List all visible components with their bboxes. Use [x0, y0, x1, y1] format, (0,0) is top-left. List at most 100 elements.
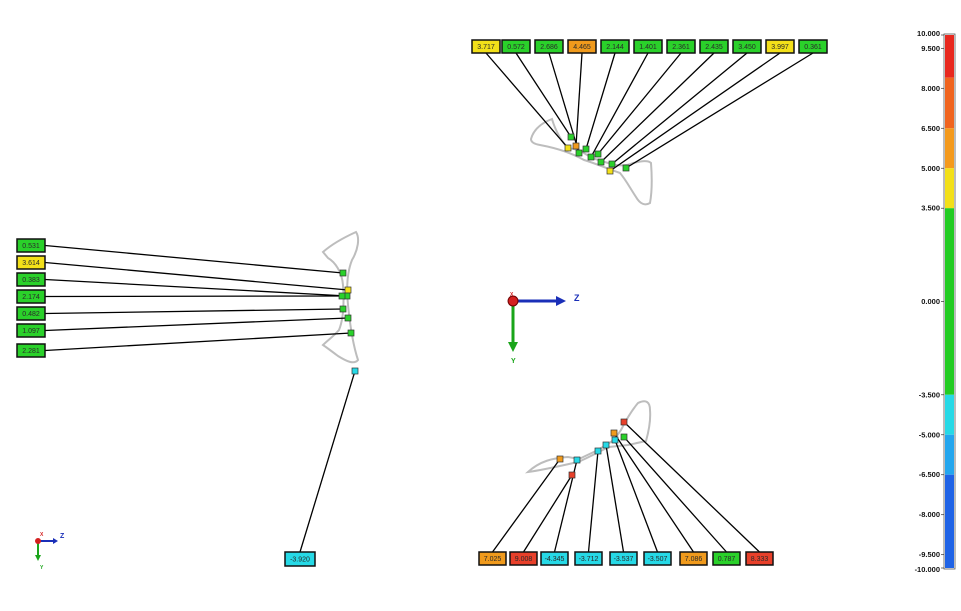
measurement-point[interactable]: [567, 133, 575, 141]
deviation-label-box: [16, 272, 46, 287]
deviation-label[interactable]: 0.361: [798, 39, 828, 54]
leader-line: [485, 52, 569, 149]
color-scale-band: [945, 128, 954, 169]
leader-line: [491, 458, 561, 553]
measurement-point[interactable]: [597, 158, 605, 166]
deviation-value: 0.361: [804, 44, 822, 51]
deviation-label-box: [478, 551, 507, 566]
deviation-label-box: [16, 255, 46, 270]
y-axis-label: Y: [511, 358, 516, 365]
measurement-point[interactable]: [556, 455, 564, 463]
leader-line: [299, 370, 356, 553]
deviation-label[interactable]: -3.712: [574, 551, 603, 566]
measurement-point[interactable]: [347, 329, 355, 337]
measurement-point[interactable]: [573, 456, 581, 464]
measurement-point[interactable]: [582, 145, 590, 153]
leader-line: [609, 52, 781, 172]
deviation-label[interactable]: 8.333: [745, 551, 774, 566]
axis-triad: Z Y X: [507, 292, 580, 365]
color-scale-band: [945, 474, 954, 568]
measurement-point[interactable]: [572, 142, 580, 150]
leader-line: [44, 261, 349, 291]
leader-line: [44, 278, 348, 297]
deviation-value: 0.482: [22, 311, 40, 318]
measurement-point[interactable]: [610, 429, 618, 437]
measurement-point[interactable]: [594, 447, 602, 455]
deviation-value: 0.383: [22, 277, 40, 284]
color-scale-band: [945, 394, 954, 435]
leader-line: [600, 52, 715, 163]
deviation-label[interactable]: 2.281: [16, 343, 46, 358]
deviation-label[interactable]: 0.787: [712, 551, 741, 566]
deviation-label[interactable]: 2.144: [600, 39, 630, 54]
deviation-label[interactable]: 0.482: [16, 306, 46, 321]
measurement-point[interactable]: [620, 433, 628, 441]
leader-line: [44, 308, 344, 315]
deviation-label[interactable]: -3.920: [284, 551, 316, 567]
deviation-label-box: [699, 39, 729, 54]
leader-line: [515, 52, 572, 138]
measurement-point[interactable]: [339, 305, 347, 313]
deviation-value: 3.997: [771, 44, 789, 51]
deviation-label[interactable]: 2.686: [534, 39, 564, 54]
measurement-point[interactable]: [606, 167, 614, 175]
measurement-point[interactable]: [568, 471, 576, 479]
leader-line: [585, 52, 616, 150]
deviation-value: 3.614: [22, 260, 40, 267]
deviation-label-box: [798, 39, 828, 54]
deviation-label[interactable]: 1.097: [16, 323, 46, 338]
deviation-label[interactable]: 2.435: [699, 39, 729, 54]
color-scale-tick-label: 0.000: [921, 297, 940, 306]
color-scale-tick-label: -3.500: [919, 390, 940, 399]
deviation-label-box: [745, 551, 774, 566]
x-axis-label: X: [510, 292, 514, 298]
deviation-label[interactable]: 7.025: [478, 551, 507, 566]
measurement-point[interactable]: [338, 292, 346, 300]
measurement-point[interactable]: [564, 144, 572, 152]
measurement-point[interactable]: [594, 150, 602, 158]
deviation-label[interactable]: 3.717: [471, 39, 501, 54]
deviation-label[interactable]: -3.507: [643, 551, 672, 566]
measurement-point[interactable]: [344, 314, 352, 322]
deviation-label-box: [534, 39, 564, 54]
measurement-point[interactable]: [608, 160, 616, 168]
measurement-point[interactable]: [622, 164, 630, 172]
deviation-label[interactable]: 7.086: [679, 551, 708, 566]
deviation-label[interactable]: 4.465: [567, 39, 597, 54]
deviation-label[interactable]: 3.614: [16, 255, 46, 270]
measurement-point[interactable]: [587, 153, 595, 161]
deviation-label-box: [501, 39, 531, 54]
deviation-label-box: [567, 39, 597, 54]
leader-line: [605, 444, 625, 553]
deviation-label[interactable]: 1.401: [633, 39, 663, 54]
measurement-point[interactable]: [620, 418, 628, 426]
deviation-label[interactable]: 0.572: [501, 39, 531, 54]
deviation-label-box: [712, 551, 741, 566]
deviation-label-box: [509, 551, 538, 566]
deviation-label[interactable]: 0.383: [16, 272, 46, 287]
deviation-label[interactable]: 9.008: [509, 551, 538, 566]
deviation-label[interactable]: 0.531: [16, 238, 46, 253]
measurement-point[interactable]: [575, 149, 583, 157]
color-scale-tick-label: 5.000: [921, 164, 940, 173]
measurement-point[interactable]: [602, 441, 610, 449]
deviation-label[interactable]: -4.345: [540, 551, 569, 566]
deviation-label[interactable]: 2.361: [666, 39, 696, 54]
deviation-value: 3.450: [738, 44, 756, 51]
deviation-label-box: [16, 238, 46, 253]
measurement-point[interactable]: [344, 286, 352, 294]
measurement-point[interactable]: [339, 269, 347, 277]
color-scale-tick-label: 3.500: [921, 204, 940, 213]
deviation-label[interactable]: 3.450: [732, 39, 762, 54]
measurement-point[interactable]: [611, 436, 619, 444]
deviation-label[interactable]: 3.997: [765, 39, 795, 54]
deviation-label[interactable]: -3.537: [609, 551, 638, 566]
measurement-point[interactable]: [351, 367, 359, 375]
deviation-label-box: [471, 39, 501, 54]
small-z-arrowhead-icon: [53, 538, 58, 544]
deviation-label[interactable]: 2.174: [16, 289, 46, 304]
deviation-value: -3.920: [290, 557, 310, 564]
axis-triad-small: Z X Y: [35, 532, 65, 571]
